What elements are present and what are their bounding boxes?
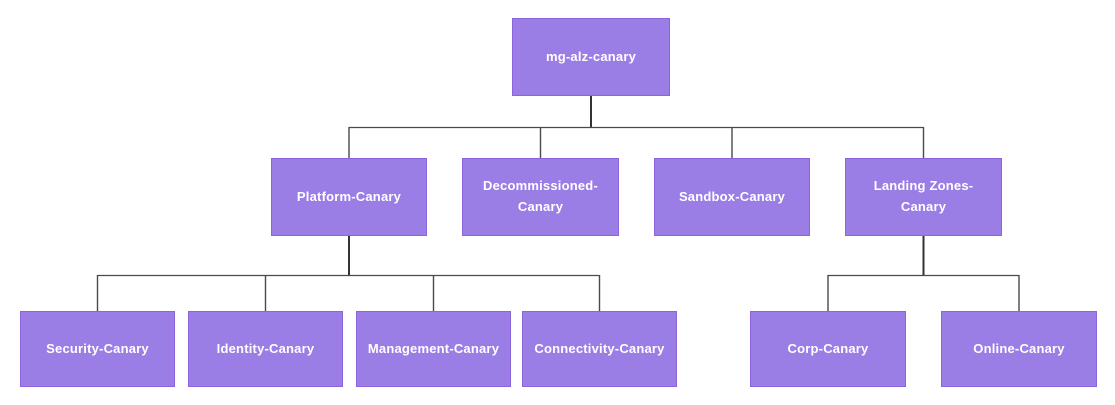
tree-node-label: Landing Zones-Canary — [873, 178, 974, 214]
tree-node-security-canary: Security-Canary — [20, 311, 175, 387]
tree-node-label: Sandbox-Canary — [678, 188, 786, 204]
tree-node-connectivity-canary: Connectivity-Canary — [522, 311, 677, 387]
tree-node-corp-canary: Corp-Canary — [750, 311, 906, 387]
tree-node-management-canary: Management-Canary — [356, 311, 511, 387]
tree-node-label: Online-Canary — [973, 340, 1065, 356]
tree-node-label: Connectivity-Canary — [534, 340, 665, 356]
tree-node-label: Security-Canary — [46, 340, 149, 356]
tree-node-label: Decommissioned-Canary — [483, 178, 598, 214]
tree-node-label: mg-alz-canary — [545, 48, 637, 64]
tree-node-label: Platform-Canary — [296, 188, 402, 204]
tree-node-label: Management-Canary — [367, 340, 500, 356]
tree-node-sandbox-canary: Sandbox-Canary — [654, 158, 810, 236]
tree-node-label: Corp-Canary — [787, 340, 869, 356]
tree-node-online-canary: Online-Canary — [941, 311, 1097, 387]
tree-node-decommissioned-canary: Decommissioned-Canary — [462, 158, 619, 236]
tree-node-landing-zones-canary: Landing Zones-Canary — [845, 158, 1002, 236]
tree-node-mg-alz-canary: mg-alz-canary — [512, 18, 670, 96]
tree-node-identity-canary: Identity-Canary — [188, 311, 343, 387]
tree-node-label: Identity-Canary — [216, 340, 315, 356]
tree-node-platform-canary: Platform-Canary — [271, 158, 427, 236]
